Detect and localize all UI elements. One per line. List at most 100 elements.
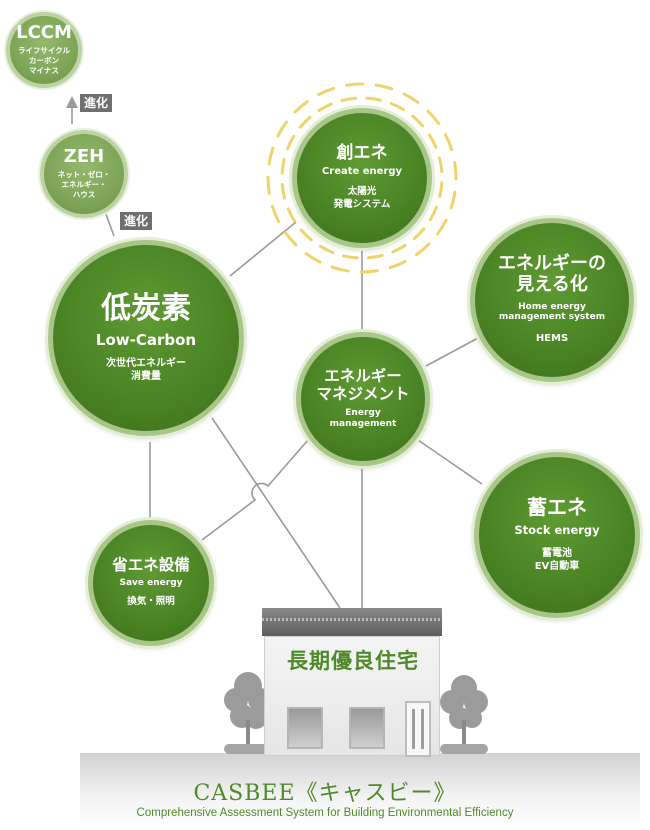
connector-lowcarbon-house: [211, 417, 341, 609]
hems-title: エネルギーの 見える化: [498, 254, 606, 295]
create-energy-sub-line: 太陽光: [347, 185, 377, 197]
tree-left-icon: [224, 672, 272, 754]
sun-ray-arc: [374, 83, 394, 91]
save-energy-title: 省エネ設備: [112, 555, 190, 574]
sun-ray-arc: [436, 218, 448, 236]
low-carbon-sub-line: 消費量: [131, 371, 161, 383]
house-illustration: 長期優良住宅: [262, 608, 442, 757]
hems-en: Home energy management system: [499, 302, 605, 324]
lccm-sub-line: カーボン: [29, 56, 59, 66]
hems-sub: HEMS: [535, 333, 569, 345]
lccm-sub-line: マイナス: [29, 66, 59, 76]
low-carbon-en: Low-Carbon: [95, 330, 197, 349]
sun-ray-arc: [402, 92, 420, 104]
create-energy-title: 創エネ: [336, 143, 388, 164]
sun-ray-arc: [293, 99, 309, 114]
house-title: 長期優良住宅: [287, 649, 419, 673]
sun-ray-arc: [389, 102, 406, 112]
connector-lowcarbon-create: [229, 221, 297, 277]
save-energy-circle: 省エネ設備 Save energy 換気・照明: [88, 520, 214, 646]
sun-ray-arc: [453, 161, 458, 181]
sun-ray-arc: [340, 96, 357, 103]
energy-management-circle: エネルギー マネジメント Energy management: [296, 332, 430, 466]
ground: [80, 753, 640, 830]
stock-energy-sub-line: 蓄電池: [541, 547, 572, 559]
sun-ray-arc: [388, 259, 407, 270]
stock-energy-sub-line: EV自動車: [534, 561, 580, 573]
house-area: 長期優良住宅 CASBEE《キャスビー》 Comprehensive Asses…: [0, 600, 650, 830]
evolution-label-1: 進化: [80, 94, 113, 112]
sun-ray-arc: [391, 243, 407, 254]
sun-ray-arc: [317, 86, 336, 97]
sun-ray-arc: [426, 109, 441, 125]
sun-ray-arc: [298, 115, 312, 129]
sun-ray-arc: [449, 190, 457, 210]
energy-management-title-line: エネルギー: [324, 367, 402, 386]
low-carbon-sub: 次世代エネルギー 消費量: [106, 357, 186, 384]
arrowhead-to-lccm: [66, 96, 78, 108]
house-window: [349, 707, 385, 749]
zeh-title: ZEH: [63, 146, 105, 168]
sun-ray-arc: [411, 114, 425, 128]
lccm-title: LCCM: [16, 22, 72, 44]
sun-rays: [266, 82, 458, 274]
save-energy-en: Save energy: [119, 577, 183, 588]
sun-ray-arc: [270, 204, 281, 223]
sun-ray-arc: [299, 228, 313, 242]
lccm-sub: ライフサイクル カーボン マイナス: [18, 46, 70, 76]
hems-en-line: management system: [498, 312, 606, 323]
hems-en-line: Home energy: [518, 301, 586, 312]
sun-ray-arc: [286, 207, 297, 223]
zeh-sub-line: ハウス: [72, 190, 96, 200]
sun-ray-arc: [428, 205, 438, 222]
sun-ray-arc: [345, 82, 365, 87]
create-energy-circle: 創エネ Create energy 太陽光 発電システム: [292, 108, 432, 248]
sun-ray-arc: [317, 102, 333, 113]
connector-stock-management: [417, 439, 483, 485]
low-carbon-title: 低炭素: [101, 291, 191, 327]
sun-ray-arc: [415, 242, 431, 257]
energy-management-title-line: マネジメント: [316, 385, 410, 404]
sun-ray-arc: [318, 244, 335, 254]
sun-ray-arc: [412, 227, 426, 241]
stock-energy-title: 蓄エネ: [527, 495, 587, 520]
stock-energy-circle: 蓄エネ Stock energy 蓄電池 EV自動車: [474, 452, 640, 618]
connector-management-save: [201, 439, 309, 541]
stock-energy-en: Stock energy: [514, 523, 600, 538]
sun-ray-arc: [367, 253, 384, 260]
house-door: [405, 701, 431, 757]
save-energy-sub: 換気・照明: [127, 596, 175, 608]
casbee-title: CASBEE《キャスビー》: [193, 781, 457, 806]
energy-management-en-line: Energy: [345, 408, 381, 419]
stock-energy-sub: 蓄電池 EV自動車: [535, 547, 580, 574]
house-window: [287, 707, 323, 749]
zeh-circle: ZEH ネット・ゼロ・ エネルギー・ ハウス: [40, 130, 128, 218]
create-energy-sub: 太陽光 発電システム: [334, 186, 391, 212]
lccm-sub-line: ライフサイクル: [17, 46, 71, 56]
hems-title-line: 見える化: [516, 273, 588, 295]
sun-ray-arc: [443, 133, 454, 152]
connector-mieru-management: [425, 337, 479, 367]
lccm-circle: LCCM ライフサイクル カーボン マイナス: [6, 12, 82, 88]
sun-ray-arc: [365, 96, 382, 102]
create-energy-sub-line: 発電システム: [333, 198, 391, 210]
sun-ray-arc: [438, 181, 444, 198]
energy-management-en: Energy management: [330, 408, 397, 430]
create-energy-en: Create energy: [321, 165, 403, 177]
casbee-subtitle: Comprehensive Assessment System for Buil…: [136, 807, 514, 819]
sun-ray-arc: [286, 134, 296, 151]
zeh-sub: ネット・ゼロ・ エネルギー・ ハウス: [58, 170, 111, 200]
hems-title-line: エネルギーの: [498, 253, 606, 275]
house-roof: [262, 608, 442, 636]
tree-right-icon: [440, 675, 488, 754]
sun-ray-arc: [342, 254, 359, 260]
house-wall: 長期優良住宅: [264, 636, 440, 757]
low-carbon-circle: 低炭素 Low-Carbon 次世代エネルギー 消費量: [48, 240, 244, 436]
zeh-sub-line: エネルギー・: [61, 180, 107, 190]
sun-ray-arc: [437, 156, 444, 173]
sun-ray-arc: [280, 183, 287, 200]
sun-ray-arc: [283, 231, 298, 247]
sun-ray-arc: [427, 133, 438, 149]
